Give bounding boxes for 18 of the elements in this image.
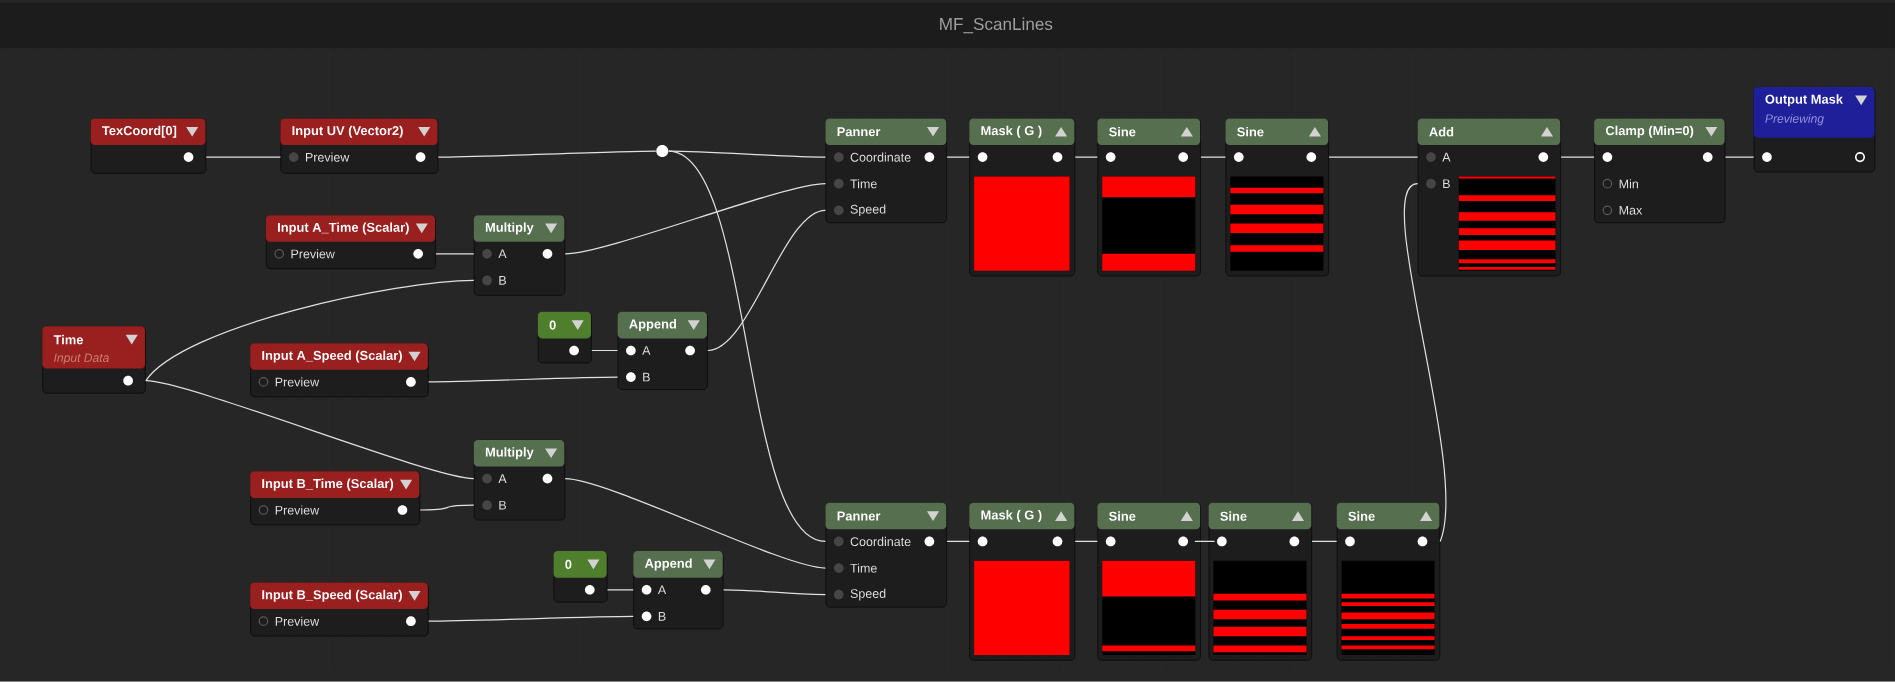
- graph-node: 0: [553, 551, 608, 603]
- graph-node: Input A_Time (Scalar) Preview: [265, 215, 436, 270]
- graph-node: Input B_Time (Scalar) Preview: [250, 471, 421, 526]
- graph-node: Input B_Speed (Scalar) Preview: [250, 582, 429, 637]
- graph-node: TexCoord[0]: [90, 118, 207, 174]
- graph-node: Input A_Speed (Scalar) Preview: [250, 343, 429, 398]
- graph-node: Multiply A B: [473, 215, 566, 296]
- graph-node: Append A B: [617, 312, 708, 391]
- graph-node: Multiply A B: [473, 440, 566, 521]
- graph-node: 0: [537, 312, 592, 364]
- graph-node: Time Input Data: [42, 326, 146, 394]
- graph-node: Output Mask Previewing: [1753, 87, 1876, 173]
- graph-node: Panner Coordinate Time Speed: [825, 118, 948, 224]
- graph-node: Input UV (Vector2) Preview: [280, 118, 439, 174]
- graph-node: Clamp (Min=0) Min Max: [1594, 118, 1726, 224]
- title: MF_ScanLines: [940, 17, 1053, 34]
- graph-node: Panner Coordinate Time Speed: [825, 502, 948, 608]
- graph-node: Append A B: [633, 551, 724, 630]
